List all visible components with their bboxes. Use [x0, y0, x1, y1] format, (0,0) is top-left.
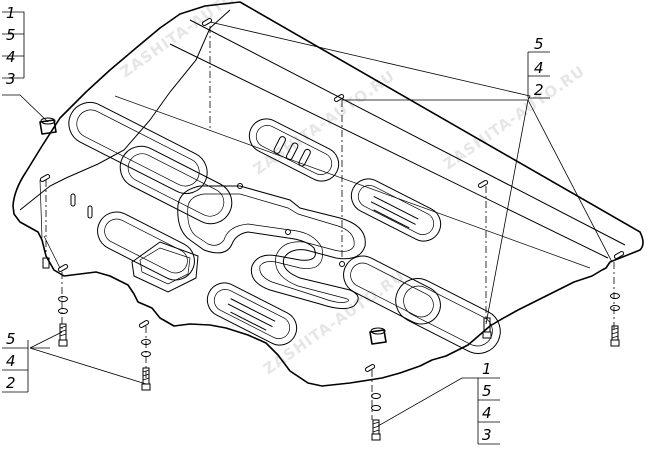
rib-slot: [68, 101, 208, 195]
rib-slot: [97, 211, 195, 281]
cage-nut: [369, 327, 387, 345]
watermark: ZASHITA-AUTO.RU: [440, 62, 589, 174]
plate-outline: [12, 1, 644, 387]
callout-label: 1: [482, 360, 492, 378]
callout-label: 2: [6, 374, 16, 392]
bolt-washer-set: [610, 293, 620, 347]
mounting-holes: [39, 18, 625, 372]
callout-label: 2: [534, 81, 544, 99]
watermark: ZASHITA-AUTO.RU: [117, 0, 266, 81]
rib-slot-vented: [350, 178, 442, 242]
cage-nut: [39, 117, 57, 135]
access-hatch: [131, 241, 199, 293]
stamped-ribs: [68, 101, 501, 354]
assembly-axes: [45, 26, 615, 420]
callout-label: 5: [6, 26, 16, 44]
callout-bottom-center: 1 5 4 3: [477, 360, 500, 445]
plate-front-edge: [19, 9, 231, 211]
callout-label: 4: [6, 352, 16, 370]
rib-slot: [119, 145, 233, 225]
rib-slot: [395, 278, 501, 354]
callout-label: 1: [6, 4, 16, 22]
bolt-washer-set: [58, 296, 68, 347]
bolt-washer-set: [141, 339, 151, 391]
callout-label: 4: [482, 404, 492, 422]
plate-rear-flange-inner: [169, 43, 609, 259]
skid-plate: [12, 1, 644, 387]
rib-slot: [343, 255, 441, 325]
callout-label: 3: [6, 70, 16, 88]
callout-top-right: 5 4 2: [527, 35, 550, 99]
fasteners: [39, 117, 620, 441]
callout-top-left: 1 5 4 3: [2, 4, 25, 88]
rib-serpentine: [177, 185, 366, 310]
bolt-washer-set: [371, 393, 381, 441]
plate-bend-line: [114, 95, 591, 269]
callout-label: 5: [534, 35, 544, 53]
callout-label: 4: [6, 48, 16, 66]
plate-rear-flange: [189, 19, 626, 246]
leader-lines: [2, 21, 613, 427]
bolt-washer-set: [42, 257, 50, 269]
callout-label: 3: [482, 426, 492, 444]
rib-serpentine-inner: [187, 193, 355, 303]
plate-side-flange: [39, 179, 61, 269]
callout-bottom-left: 5 4 2: [2, 330, 29, 393]
callout-label: 5: [6, 330, 16, 348]
bolt-washer-set: [482, 317, 492, 339]
callout-label: 4: [534, 59, 544, 77]
callout-label: 5: [482, 382, 492, 400]
watermark: ZASHITA-AUTO.RU: [250, 67, 399, 179]
rib-slot-vented: [206, 282, 298, 346]
